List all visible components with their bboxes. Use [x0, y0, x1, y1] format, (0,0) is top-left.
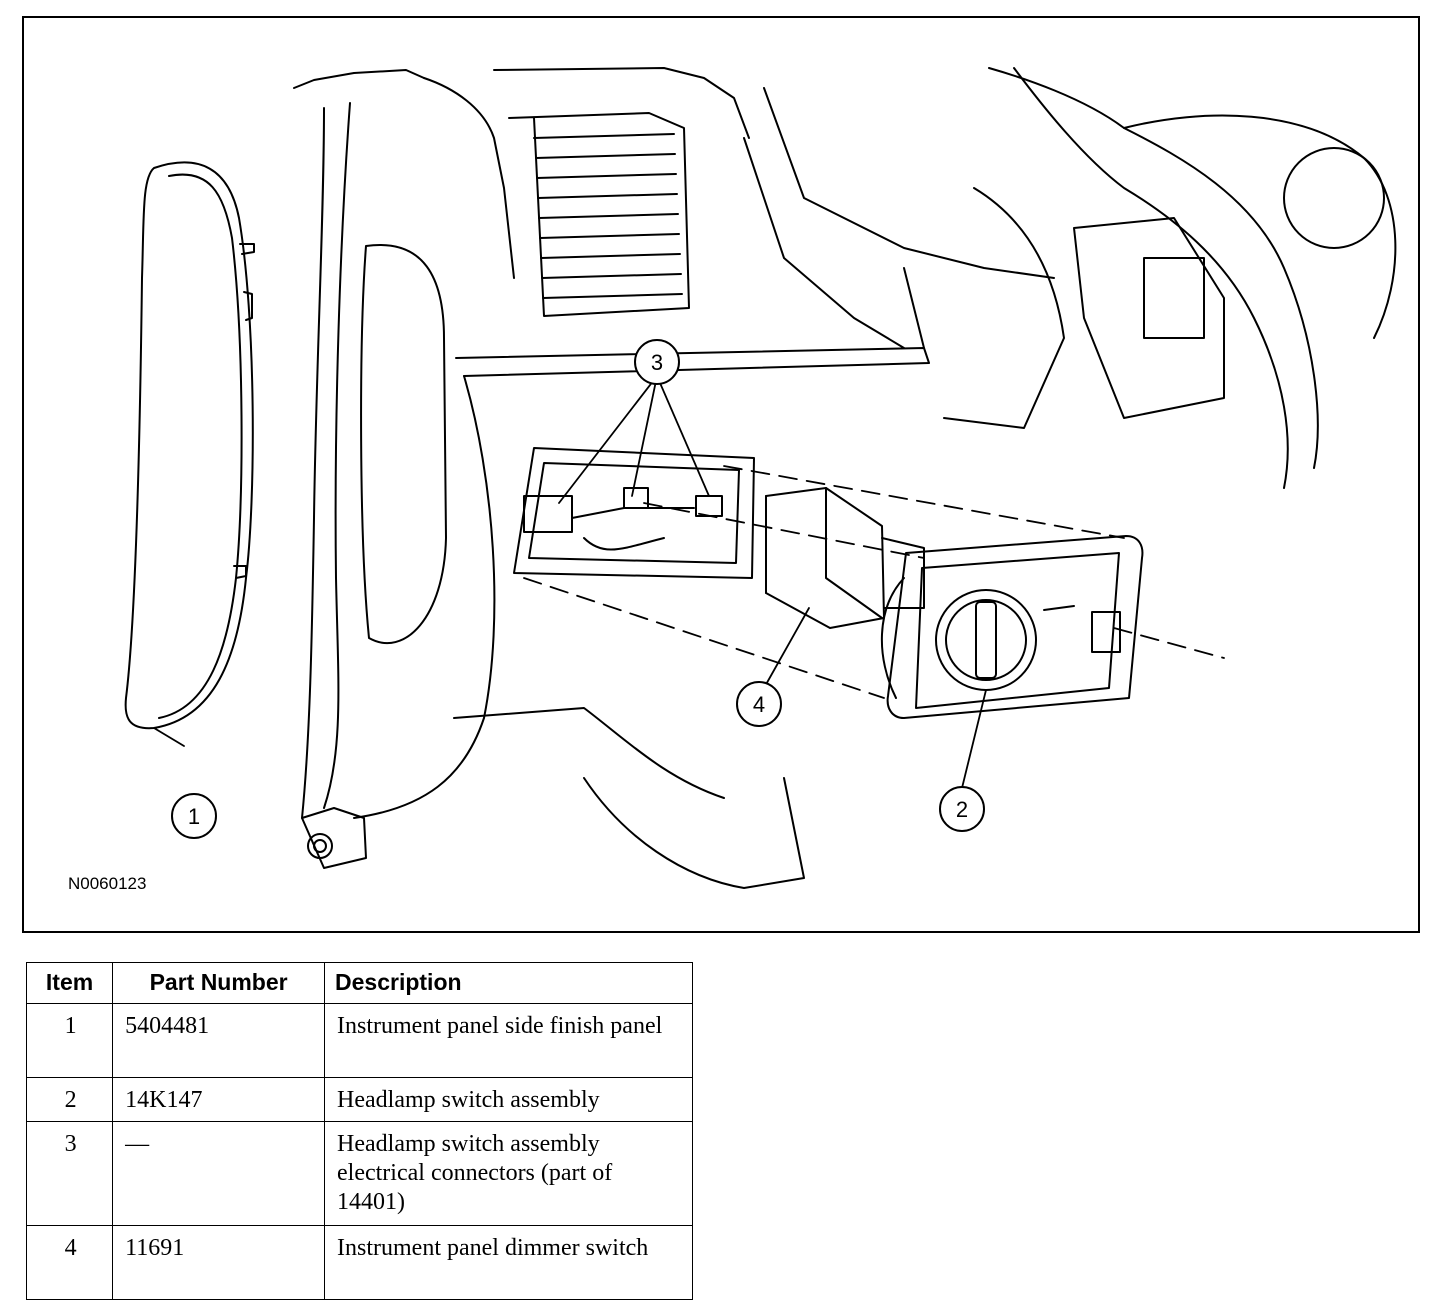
cell-part-number: 14K147: [112, 1077, 326, 1122]
callout-2: 2: [939, 786, 985, 832]
leader-lines: [153, 375, 987, 789]
instrument-panel-body-drawing: [293, 67, 930, 889]
cell-part-number: 11691: [112, 1225, 326, 1300]
cell-item: 2: [25, 1077, 114, 1122]
figure-id: N0060123: [68, 874, 147, 893]
callout-4: 4: [736, 681, 782, 727]
cell-item: 4: [25, 1225, 114, 1300]
cell-description: Instrument panel dimmer switch: [324, 1225, 693, 1300]
exploded-diagram: 1 2 3 4 N0060123: [22, 16, 1420, 933]
svg-text:4: 4: [753, 692, 765, 717]
cell-item: 1: [25, 1003, 114, 1078]
cell-description: Headlamp switch assembly: [324, 1077, 693, 1122]
parts-table: Item Part Number Description 1 5404481 I…: [25, 962, 693, 1300]
side-finish-panel-drawing: [124, 161, 255, 730]
header-description: Description: [324, 962, 693, 1004]
dimmer-switch-drawing: [765, 487, 925, 629]
cell-item: 3: [25, 1121, 114, 1226]
cell-description: Instrument panel side finish panel: [324, 1003, 693, 1078]
headlamp-switch-drawing: [880, 535, 1144, 719]
steering-column-drawing: [743, 67, 1397, 489]
header-part-number: Part Number: [112, 962, 326, 1004]
table-row: 3 — Headlamp switch assembly electrical …: [25, 1121, 693, 1226]
svg-text:2: 2: [956, 797, 968, 822]
explode-lines: [523, 465, 1225, 699]
header-item: Item: [25, 962, 114, 1004]
line-drawing: 1 2 3 4: [124, 67, 1397, 889]
table-row: 2 14K147 Headlamp switch assembly: [25, 1077, 693, 1122]
cell-description: Headlamp switch assembly electrical conn…: [324, 1121, 693, 1226]
callout-1: 1: [171, 793, 217, 839]
svg-text:3: 3: [651, 350, 663, 375]
cell-part-number: 5404481: [112, 1003, 326, 1078]
table-row: 4 11691 Instrument panel dimmer switch: [25, 1225, 693, 1300]
connector-opening-drawing: [513, 447, 755, 579]
table-header-row: Item Part Number Description: [25, 962, 693, 1004]
cell-part-number: —: [112, 1121, 326, 1226]
callout-3: 3: [634, 339, 680, 385]
table-row: 1 5404481 Instrument panel side finish p…: [25, 1003, 693, 1078]
svg-text:1: 1: [188, 804, 200, 829]
